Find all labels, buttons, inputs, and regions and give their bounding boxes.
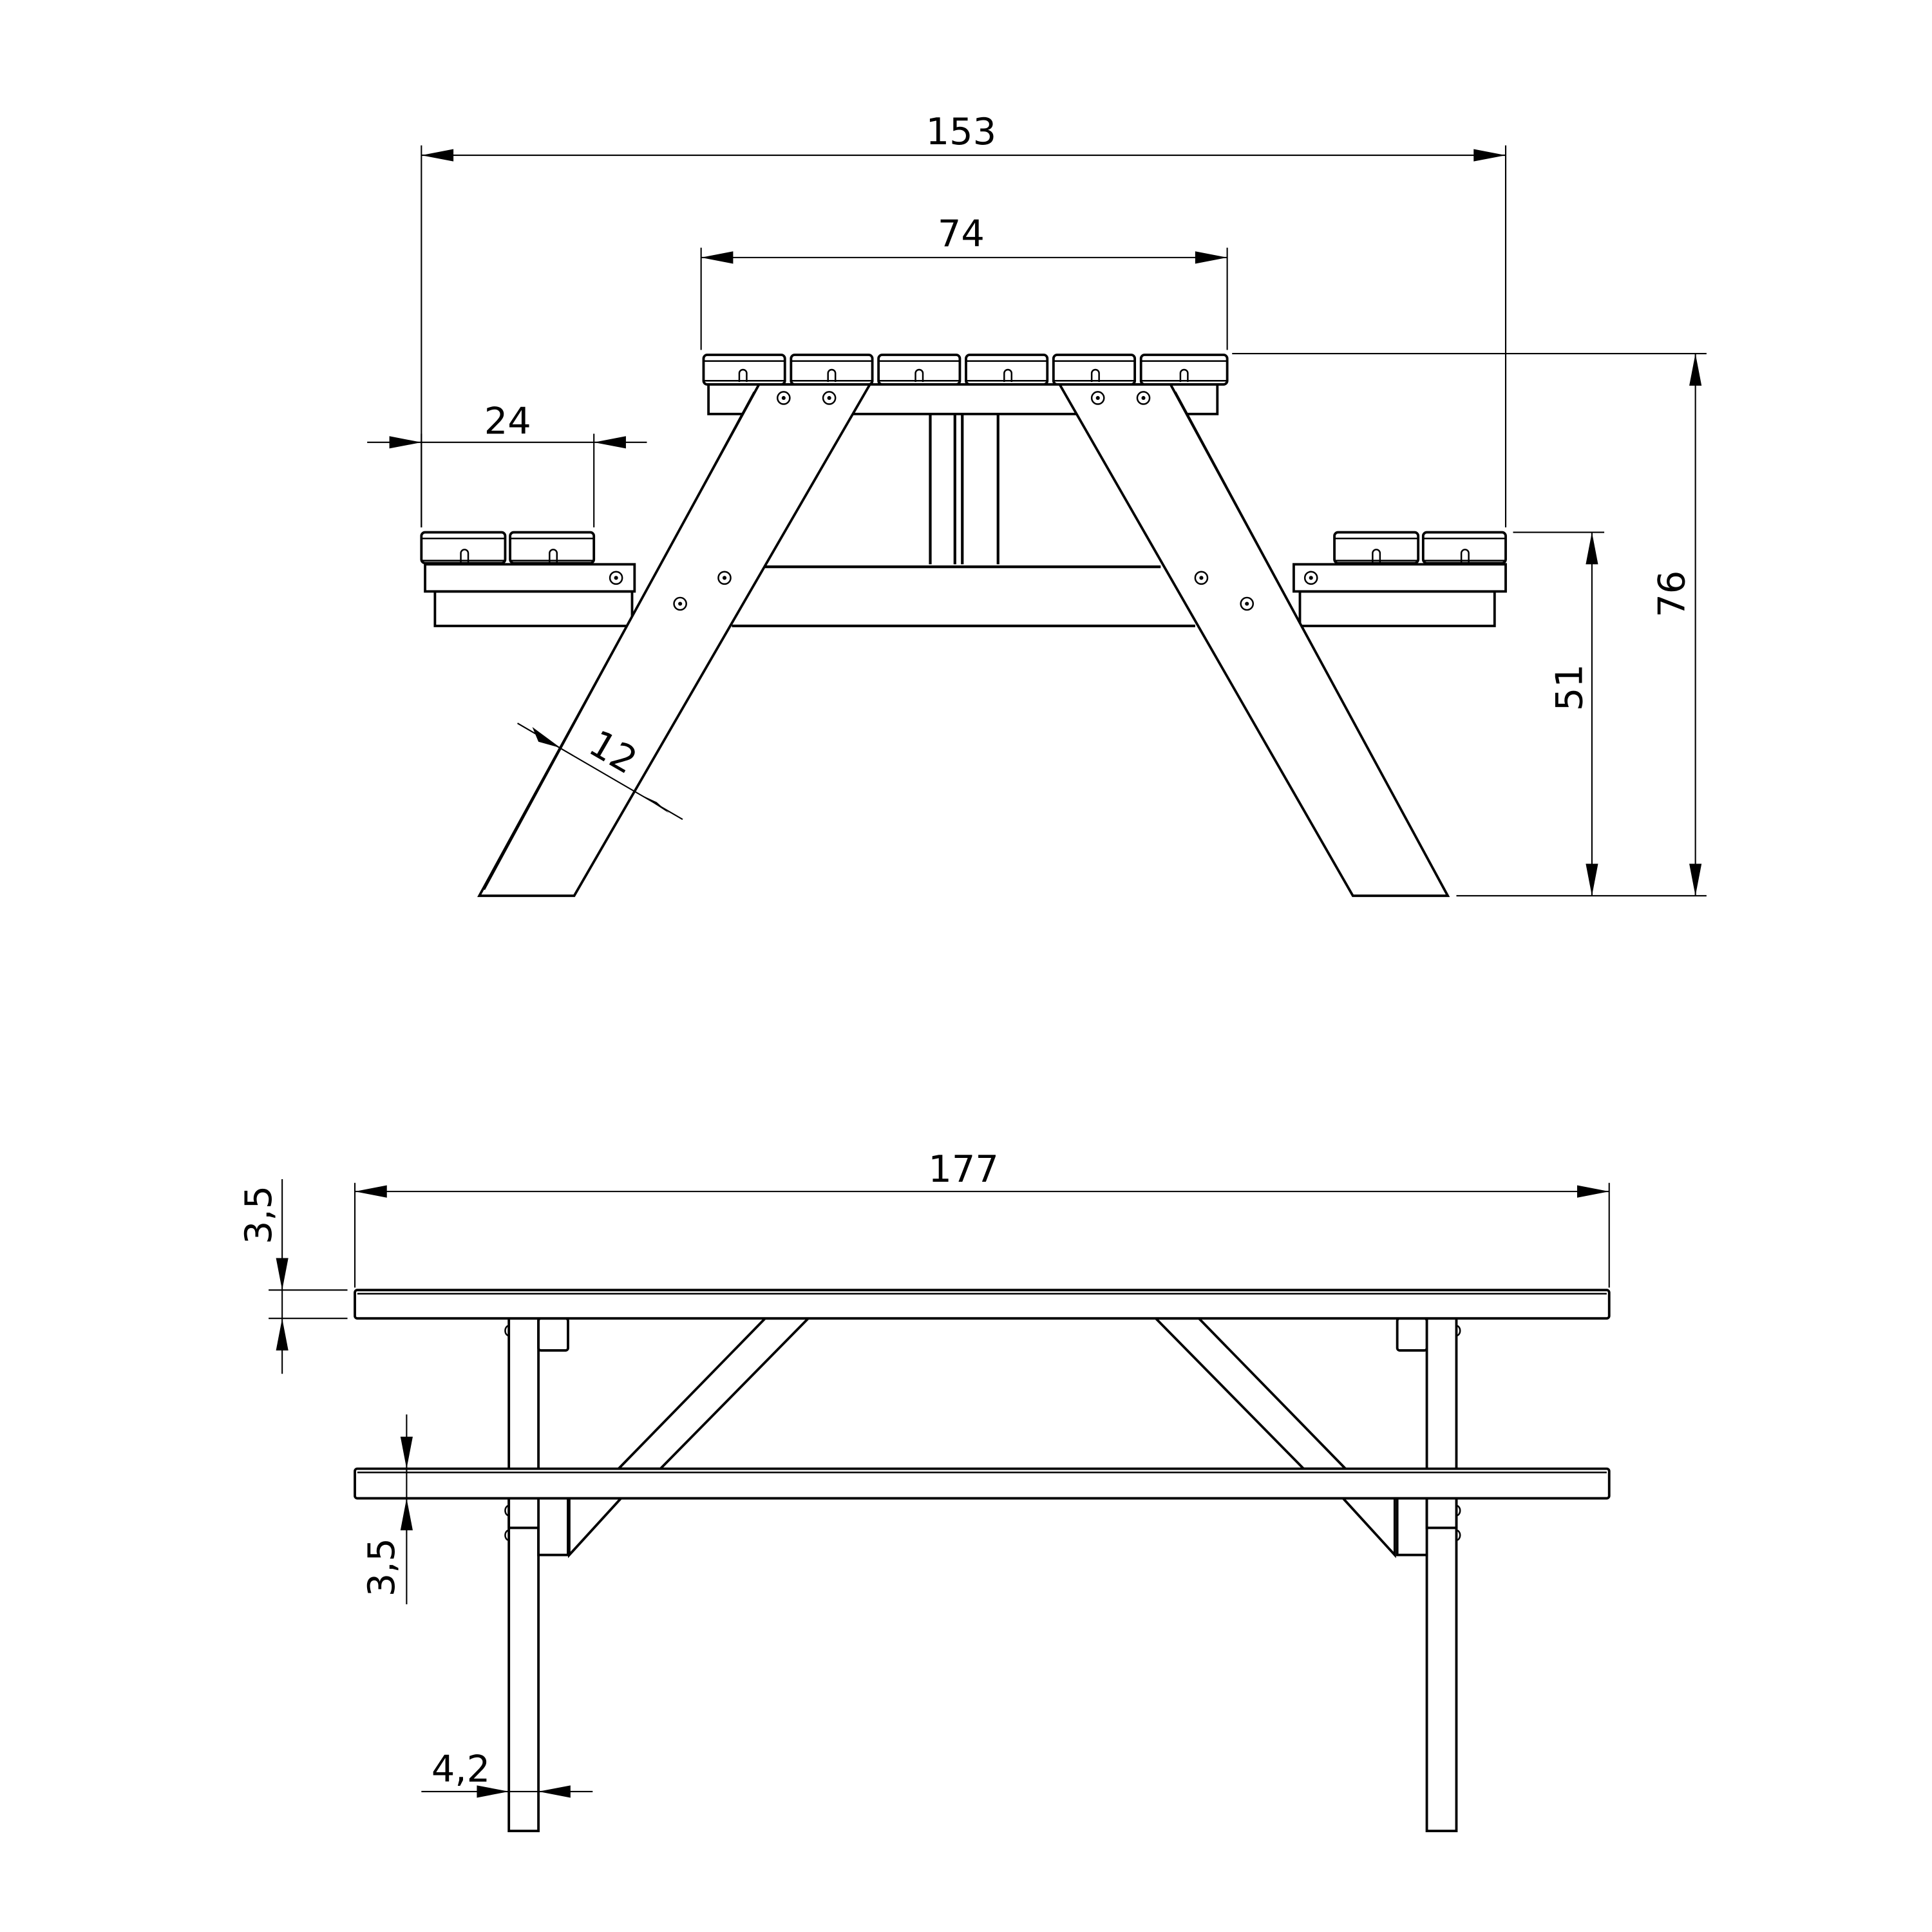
dimension-bench-thickness: 3,5 <box>360 1414 413 1605</box>
bench-seat <box>354 1467 1611 1500</box>
cleat-block <box>1396 1317 1428 1352</box>
slat <box>1139 354 1229 386</box>
dimension-overall-width: 153 <box>421 110 1507 527</box>
legs <box>504 1317 1461 1833</box>
bench-bracket-inner <box>1425 1497 1458 1530</box>
bench-right <box>1293 531 1507 627</box>
dimension-label-76: 76 <box>1650 571 1693 618</box>
dimension-label-177: 177 <box>928 1148 999 1191</box>
end-view: 153 74 24 <box>367 110 1707 897</box>
cleat-block <box>537 1317 569 1352</box>
leg-right <box>1057 383 1450 897</box>
dimension-leg-thickness: 4,2 <box>421 1748 593 1798</box>
tabletop-slats <box>702 354 1229 386</box>
slat <box>877 354 961 386</box>
bench-bracket <box>1396 1497 1428 1557</box>
bench-bracket-inner <box>507 1497 540 1530</box>
diagonal-braces <box>568 1317 1396 1558</box>
side-view: 177 <box>237 1148 1611 1833</box>
bench-support <box>1298 590 1496 627</box>
horizontal-brace <box>732 565 1195 628</box>
slat <box>965 354 1049 386</box>
dimension-label-51: 51 <box>1548 664 1591 711</box>
dimension-label-24: 24 <box>484 399 531 442</box>
slat <box>790 354 874 386</box>
center-brace <box>929 413 999 565</box>
slat <box>1052 354 1137 386</box>
dimension-overall-length: 177 <box>354 1148 1610 1288</box>
bench-support <box>433 590 634 627</box>
leg-left <box>507 1317 540 1833</box>
dimension-label-153: 153 <box>926 110 997 153</box>
tabletop <box>354 1289 1611 1320</box>
slat <box>702 354 786 386</box>
bench-cleat <box>424 563 636 593</box>
dimension-tabletop-thickness: 3,5 <box>237 1179 348 1374</box>
bench-cleat <box>1293 563 1507 593</box>
dimension-bench-width: 24 <box>367 399 647 527</box>
leg-left <box>477 383 873 897</box>
bench-left <box>420 531 636 627</box>
dimension-heights: 51 76 <box>1232 353 1707 896</box>
dimension-label-4-2: 4,2 <box>431 1748 490 1791</box>
dimension-label-bench-3-5: 3,5 <box>360 1538 403 1596</box>
dimension-tabletop-width: 74 <box>700 213 1228 350</box>
dimension-label-tabletop-3-5: 3,5 <box>237 1186 280 1244</box>
dimension-label-74: 74 <box>938 213 985 256</box>
leg-right <box>1425 1317 1458 1833</box>
bench-bracket <box>537 1497 569 1557</box>
